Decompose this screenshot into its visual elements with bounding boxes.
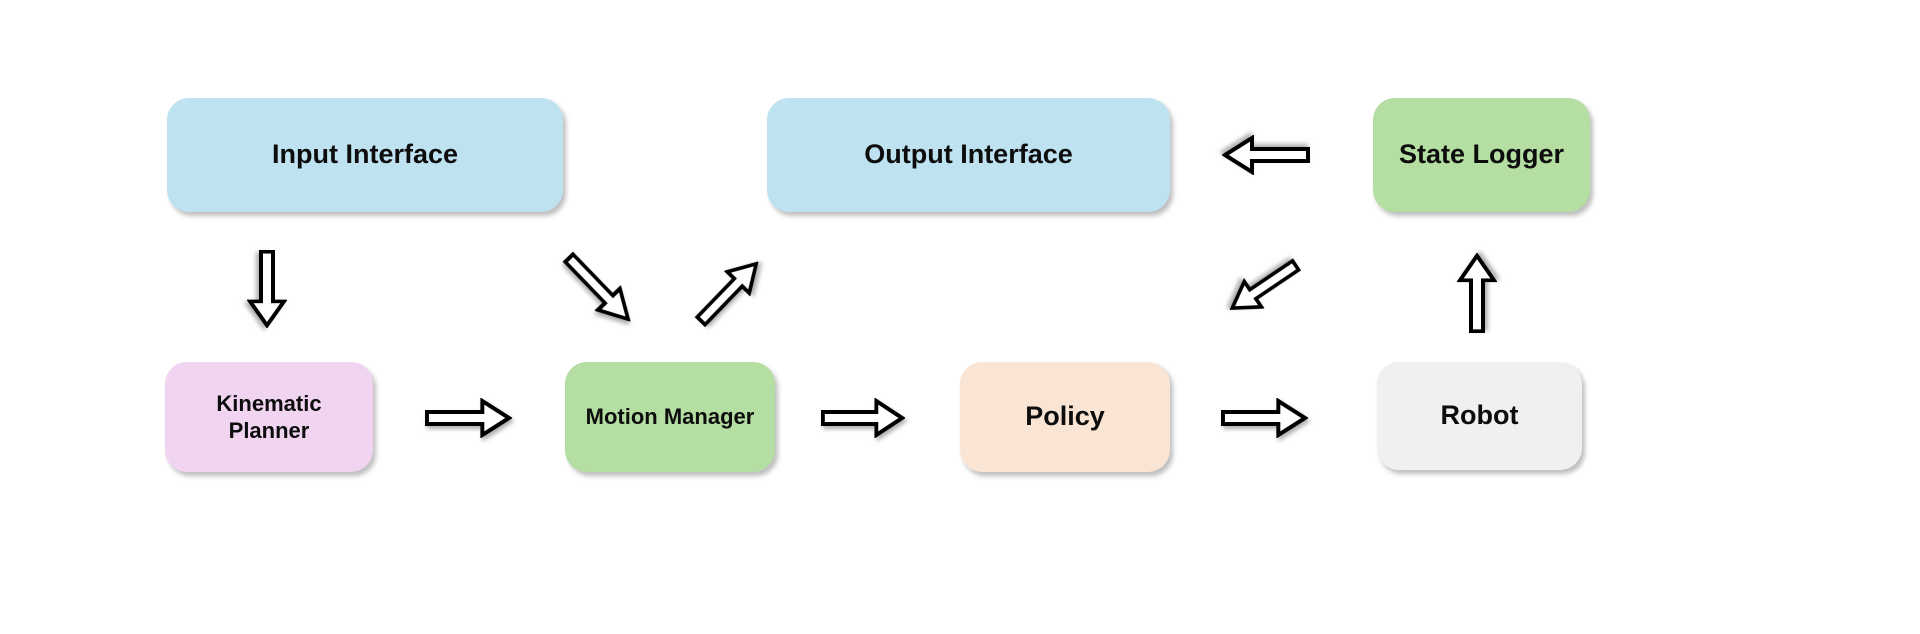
arrow-policy-to-robot-icon	[1221, 398, 1308, 438]
arrow-input-to-kinematic-icon	[247, 250, 287, 328]
arrow-kinematic-to-motion-icon	[425, 398, 512, 438]
node-policy: Policy	[960, 362, 1170, 472]
arrow-statelogger-to-output-icon	[1222, 135, 1310, 175]
node-motion-manager: Motion Manager	[565, 362, 775, 472]
node-label-motion-manager: Motion Manager	[585, 404, 755, 430]
node-input-interface: Input Interface	[167, 98, 563, 212]
arrow-motion-to-output-icon	[687, 249, 771, 334]
node-label-input-interface: Input Interface	[271, 139, 459, 170]
node-output-interface: Output Interface	[767, 98, 1170, 212]
arrow-robot-to-statelogger-icon	[1457, 253, 1497, 333]
node-label-robot: Robot	[1440, 400, 1519, 431]
arrow-statelogger-to-policy-icon	[1220, 249, 1307, 324]
node-state-logger: State Logger	[1373, 98, 1590, 212]
node-kinematic-planner: Kinematic Planner	[165, 362, 373, 472]
node-label-output-interface: Output Interface	[864, 139, 1073, 170]
arrow-input-to-motion-icon	[555, 244, 643, 334]
node-robot: Robot	[1377, 362, 1582, 470]
node-label-kinematic-planner: Kinematic Planner	[216, 390, 322, 444]
node-label-policy: Policy	[1025, 401, 1105, 432]
arrow-motion-to-policy-icon	[821, 398, 905, 438]
node-label-state-logger: State Logger	[1398, 139, 1565, 170]
